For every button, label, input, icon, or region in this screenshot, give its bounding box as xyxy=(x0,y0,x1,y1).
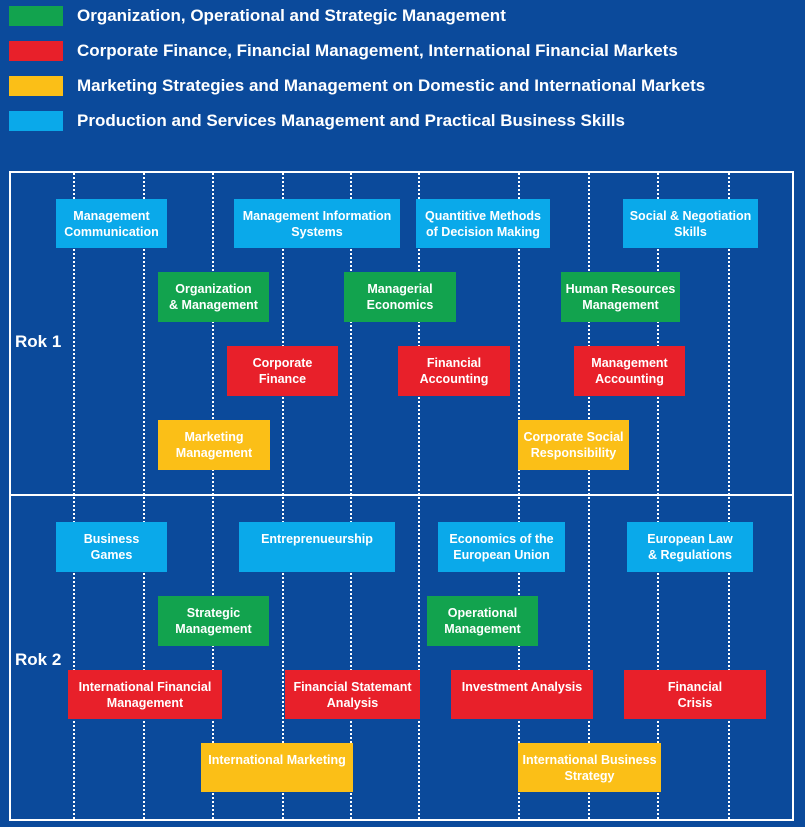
course-box: Marketing Management xyxy=(158,420,270,470)
legend-swatch-management xyxy=(9,6,63,26)
course-name: Economics of the European Union xyxy=(449,532,554,562)
gridline xyxy=(212,173,214,819)
gridline xyxy=(350,173,352,819)
course-name: Managerial Economics xyxy=(366,282,434,312)
gridline xyxy=(728,173,730,819)
course-name: Entreprenueurship xyxy=(261,532,373,546)
course-box: Business Games xyxy=(56,522,167,572)
legend-swatch-marketing xyxy=(9,76,63,96)
course-name: Operational Management xyxy=(444,606,521,636)
course-box: Managerial Economics xyxy=(344,272,456,322)
course-name: Investment Analysis xyxy=(461,680,583,694)
gridline xyxy=(73,173,75,819)
course-box: International Business Strategy xyxy=(518,743,661,792)
course-box: Organization & Management xyxy=(158,272,269,322)
course-box: Financial Accounting xyxy=(398,346,510,396)
course-box: International Financial Management xyxy=(68,670,222,719)
year-label-2: Rok 2 xyxy=(15,650,62,669)
course-name: Social & Negotiation Skills xyxy=(629,208,752,239)
course-box: Financial Statemant Analysis xyxy=(285,670,420,719)
course-box: Corporate Finance xyxy=(227,346,338,396)
course-name: Financial Statemant Analysis xyxy=(293,679,412,710)
gridline xyxy=(518,173,520,819)
course-box: Social & Negotiation Skills xyxy=(623,199,758,248)
course-box: Management Accounting xyxy=(574,346,685,396)
curriculum-grid xyxy=(9,171,794,821)
legend-label: Production and Services Management and P… xyxy=(77,111,625,130)
course-name: Organization & Management xyxy=(169,282,258,312)
course-box: Operational Management xyxy=(427,596,538,646)
course-name: Management Communication xyxy=(64,208,159,239)
course-box: Economics of the European Union xyxy=(438,522,565,572)
course-box: Management Information Systems xyxy=(234,199,400,248)
course-name: Human Resources Management xyxy=(565,282,676,312)
course-name: Financial Accounting xyxy=(419,356,489,386)
course-name: Strategic Management xyxy=(175,606,252,636)
course-name: European Law & Regulations xyxy=(647,532,733,562)
course-name: Business Games xyxy=(83,532,140,562)
course-box: Investment Analysis xyxy=(451,670,593,719)
course-box: Strategic Management xyxy=(158,596,269,646)
gridline xyxy=(143,173,145,819)
course-name: Management Accounting xyxy=(591,356,668,386)
course-name: Financial Crisis xyxy=(667,679,723,710)
year-label-1: Rok 1 xyxy=(15,332,62,351)
legend-label: Corporate Finance, Financial Management,… xyxy=(77,41,678,60)
course-name: Marketing Management xyxy=(175,430,253,460)
course-name: International Business Strategy xyxy=(522,752,657,783)
course-name: International Marketing xyxy=(208,753,346,767)
course-name: Corporate Social Responsibility xyxy=(523,430,624,460)
course-name: Corporate Finance xyxy=(252,356,313,386)
course-box: Entreprenueurship xyxy=(239,522,395,572)
gridline xyxy=(418,173,420,819)
legend-swatch-production xyxy=(9,111,63,131)
course-box: Management Communication xyxy=(56,199,167,248)
legend-label: Organization, Operational and Strategic … xyxy=(77,6,506,25)
year-divider xyxy=(9,494,794,496)
course-name: International Financial Management xyxy=(78,679,212,710)
course-box: Quantitive Methods of Decision Making xyxy=(416,199,550,248)
legend-swatch-finance xyxy=(9,41,63,61)
course-name: Quantitive Methods of Decision Making xyxy=(425,208,541,239)
gridline xyxy=(282,173,284,819)
course-box: European Law & Regulations xyxy=(627,522,753,572)
legend-label: Marketing Strategies and Management on D… xyxy=(77,76,706,95)
course-name: Management Information Systems xyxy=(242,208,392,239)
course-box: Human Resources Management xyxy=(561,272,680,322)
gridline xyxy=(657,173,659,819)
course-box: International Marketing xyxy=(201,743,353,792)
course-box: Financial Crisis xyxy=(624,670,766,719)
course-box: Corporate Social Responsibility xyxy=(518,420,629,470)
gridline xyxy=(588,173,590,819)
